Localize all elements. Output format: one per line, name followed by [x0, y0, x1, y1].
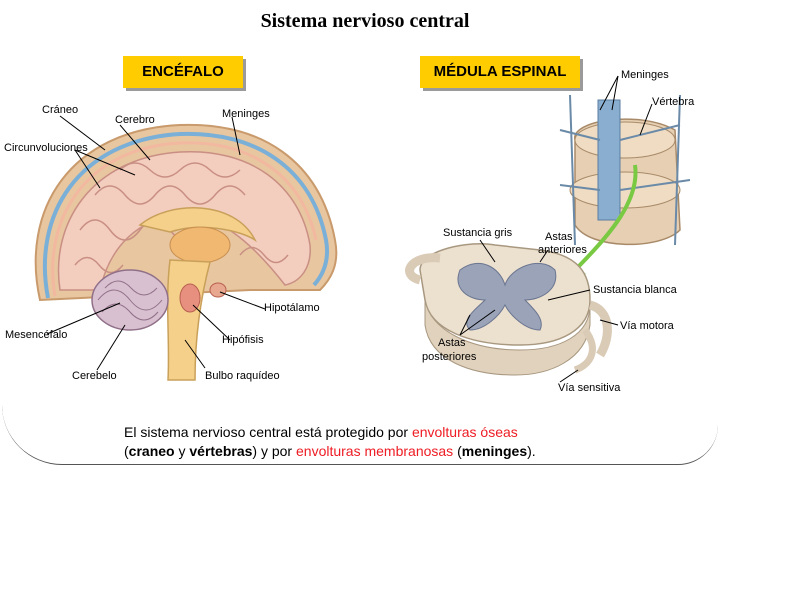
label-sustancia-blanca: Sustancia blanca [593, 284, 677, 296]
spinal-cord-illustration [405, 75, 691, 383]
label-via-motora: Vía motora [620, 320, 674, 332]
label-meninges-spine: Meninges [621, 69, 669, 81]
label-craneo: Cráneo [42, 104, 79, 116]
caption-text: El sistema nervioso central está protegi… [124, 423, 704, 461]
label-circunvoluciones: Circunvoluciones [4, 142, 88, 154]
label-bulbo: Bulbo raquídeo [205, 370, 280, 382]
caption-part: ). [527, 443, 536, 459]
caption-part: El sistema nervioso central está protegi… [124, 424, 412, 440]
caption-envolturas-membranosas: envolturas membranosas [296, 443, 454, 459]
label-astas-anteriores-2: anteriores [538, 244, 587, 256]
label-hipofisis: Hipófisis [222, 334, 264, 346]
caption-part: ( [453, 443, 462, 459]
label-meninges-brain: Meninges [222, 108, 270, 120]
label-vertebra: Vértebra [652, 96, 695, 108]
label-astas-posteriores-2: posteriores [422, 351, 477, 363]
label-astas-anteriores-1: Astas [545, 231, 573, 243]
caption-part: ( [124, 443, 129, 459]
medula-heading: MÉDULA ESPINAL [420, 56, 580, 88]
caption-meninges: meninges [461, 443, 528, 459]
caption-vertebras: vértebras [189, 443, 253, 459]
label-hipotalamo: Hipotálamo [264, 302, 320, 314]
page-title: Sistema nervioso central [260, 10, 470, 32]
label-sustancia-gris: Sustancia gris [443, 227, 513, 239]
encefalo-heading: ENCÉFALO [123, 56, 243, 88]
label-cerebro: Cerebro [115, 114, 155, 126]
label-astas-posteriores-1: Astas [438, 337, 466, 349]
caption-craneo: craneo [128, 443, 175, 459]
caption-envolturas-oseas: envolturas óseas [411, 424, 518, 440]
caption-part: ) y por [252, 443, 296, 459]
label-cerebelo: Cerebelo [72, 370, 117, 382]
label-via-sensitiva: Vía sensitiva [558, 382, 621, 394]
caption-frame [2, 300, 718, 465]
label-mesencefalo: Mesencéfalo [5, 329, 68, 341]
caption-part: y [174, 443, 190, 459]
